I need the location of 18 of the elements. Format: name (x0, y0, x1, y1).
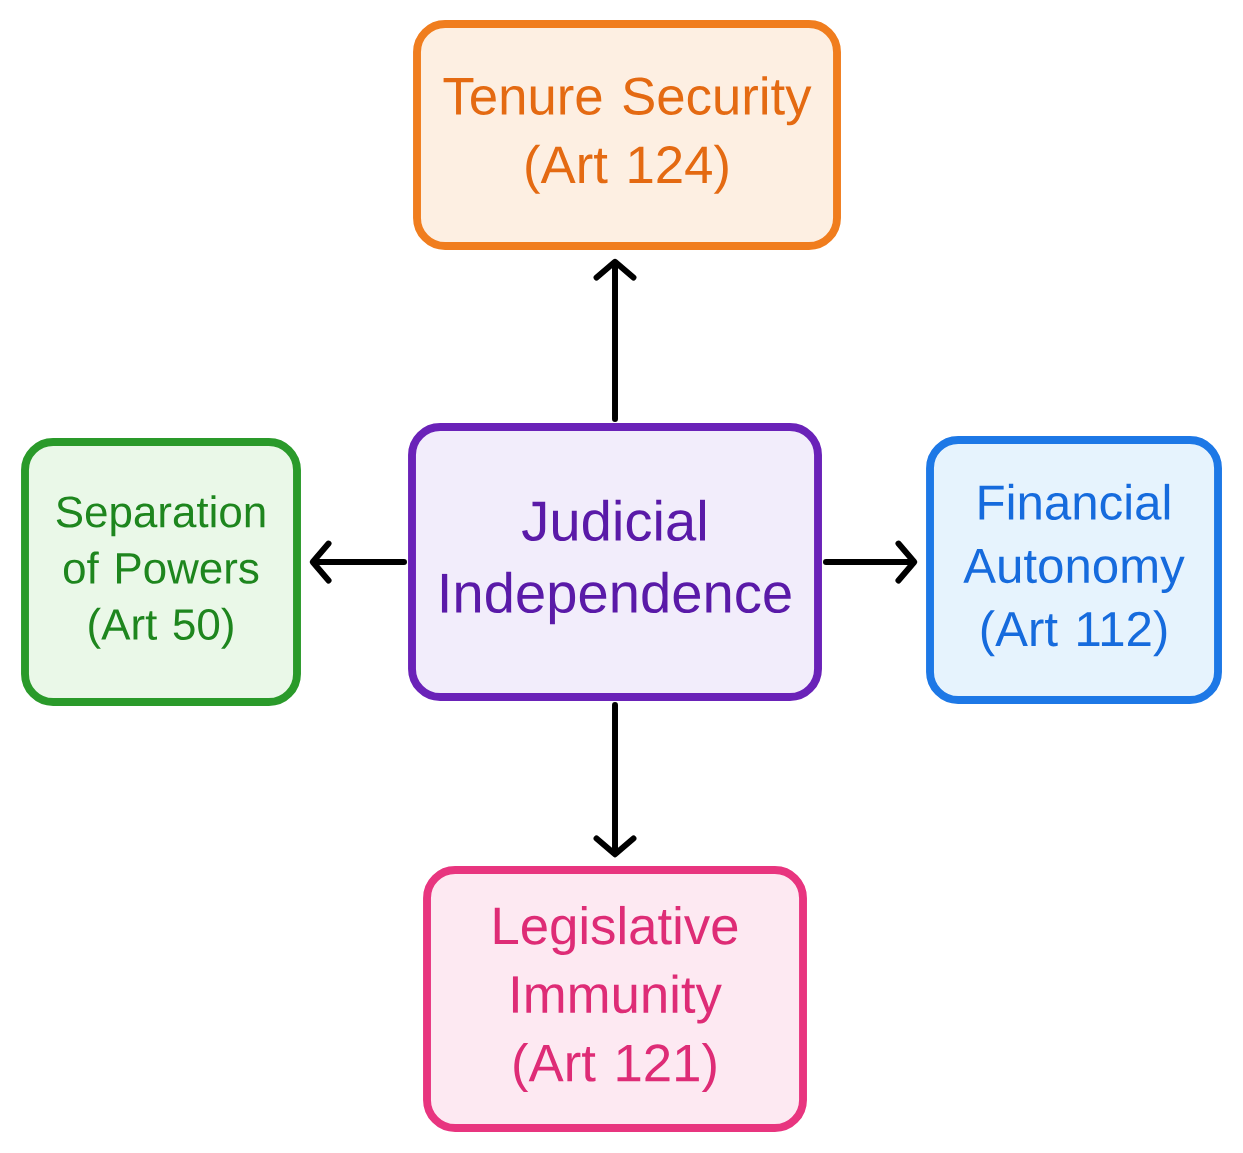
heading-text: Legislative Immunity (494, 905, 738, 1024)
heading-text: Financial Autonomy (963, 483, 1185, 593)
arrow (823, 540, 918, 584)
concept-box (423, 866, 807, 1132)
concept-box (926, 436, 1222, 704)
heading-text: Tenure Security (443, 76, 812, 126)
article-text: (Art 124) (526, 144, 728, 194)
article-text: (Art 50) (89, 607, 233, 649)
heading-text: Judicial Independence (441, 499, 791, 625)
arrow (593, 258, 637, 422)
heading-text: Separation of Powers (56, 495, 265, 584)
arrow (593, 702, 637, 858)
concept-box (413, 20, 841, 250)
concept-box (21, 438, 301, 706)
article-text: (Art 112) (981, 610, 1167, 657)
article-text: (Art 121) (514, 1043, 716, 1093)
concept-box (408, 423, 822, 701)
arrow (309, 540, 407, 584)
